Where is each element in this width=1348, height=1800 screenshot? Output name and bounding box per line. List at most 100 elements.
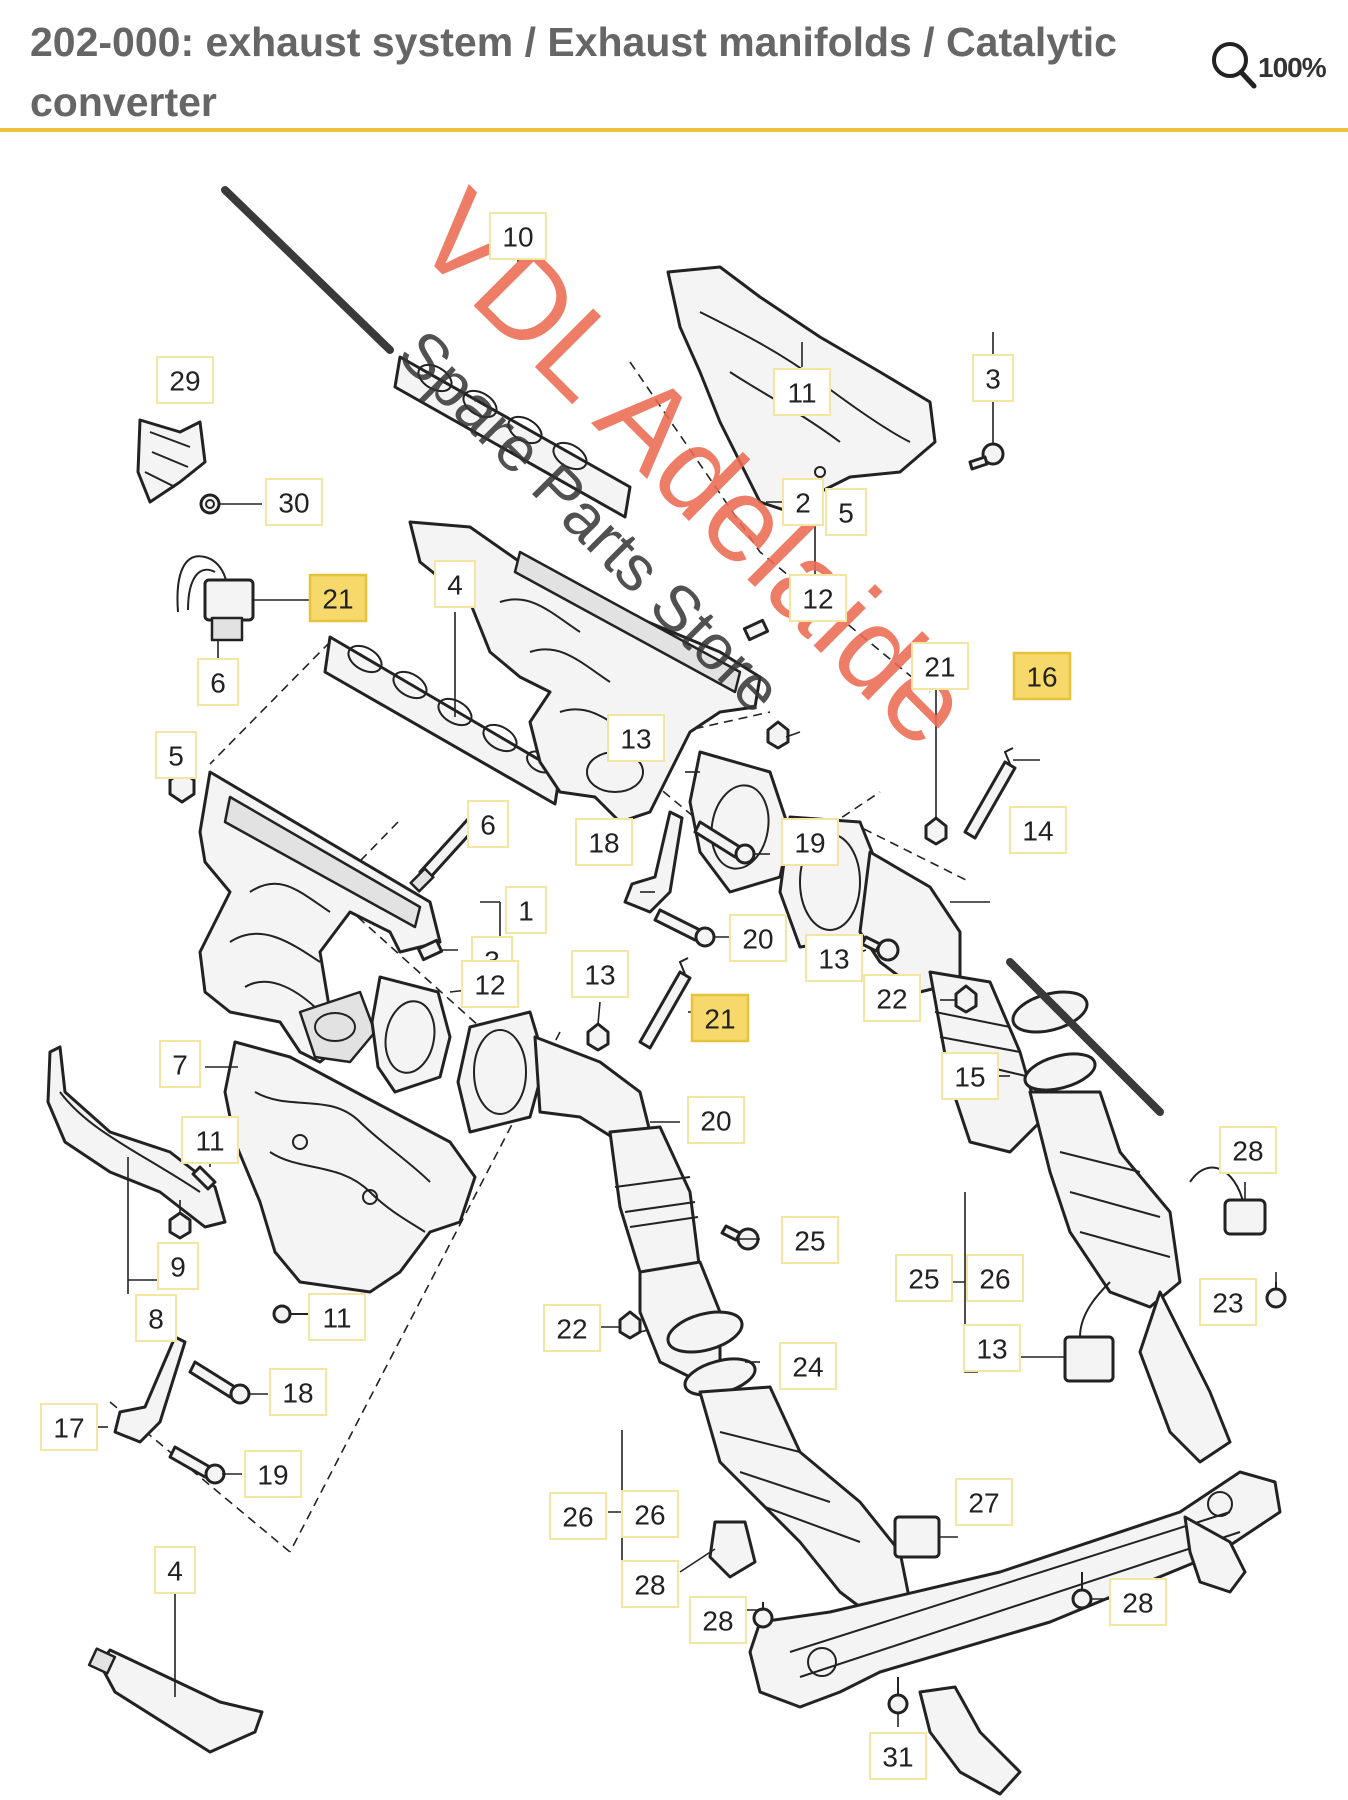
tail-pipe-right[interactable] xyxy=(1183,1515,1247,1594)
part-11-bolt-b[interactable] xyxy=(272,1304,310,1324)
callout-5[interactable]: 5 xyxy=(825,488,867,536)
callout-15[interactable]: 15 xyxy=(941,1052,999,1100)
tail-pipe-left[interactable] xyxy=(918,1685,1022,1796)
callout-26[interactable]: 26 xyxy=(966,1254,1024,1302)
callout-13[interactable]: 13 xyxy=(805,934,863,982)
part-18-bolt-right[interactable] xyxy=(693,820,756,865)
part-26-bracket-right[interactable] xyxy=(1063,1281,1115,1383)
callout-1[interactable]: 1 xyxy=(505,886,547,934)
callout-13[interactable]: 13 xyxy=(571,950,629,998)
part-15-catalytic-converter[interactable] xyxy=(456,1010,722,1379)
part-13-nut-right-low[interactable] xyxy=(954,984,978,1014)
part-20-bolt-mid[interactable] xyxy=(720,1224,760,1251)
part-3-stud-right[interactable] xyxy=(742,618,770,642)
callout-4[interactable]: 4 xyxy=(434,560,476,608)
part-4-gasket-right[interactable] xyxy=(393,355,632,519)
callout-11[interactable]: 11 xyxy=(308,1293,366,1341)
part-28-bolt-b[interactable] xyxy=(752,1602,774,1629)
part-28-bolt-d[interactable] xyxy=(887,1677,909,1715)
part-12-gasket-left[interactable] xyxy=(370,975,452,1094)
callout-11[interactable]: 11 xyxy=(773,368,831,416)
part-26-bracket-left[interactable] xyxy=(893,1515,941,1559)
part-16-bracket[interactable] xyxy=(623,810,684,914)
callout-22[interactable]: 22 xyxy=(863,974,921,1022)
callout-28[interactable]: 28 xyxy=(1219,1126,1277,1174)
part-13-nut-mid-low[interactable] xyxy=(618,1310,642,1340)
part-13-nut-right[interactable] xyxy=(924,816,948,846)
zoom-control[interactable]: 100% xyxy=(1208,38,1338,98)
callout-21[interactable]: 21 xyxy=(308,573,368,623)
part-29-clip[interactable] xyxy=(136,418,207,504)
part-19-bolt-left[interactable] xyxy=(168,1445,226,1485)
callout-7[interactable]: 7 xyxy=(159,1040,201,1088)
callout-12[interactable]: 12 xyxy=(461,960,519,1008)
part-11-bolt-a[interactable] xyxy=(191,1165,217,1191)
callout-box xyxy=(135,1294,177,1342)
callout-30[interactable]: 30 xyxy=(265,478,323,526)
callout-6[interactable]: 6 xyxy=(467,800,509,848)
part-13-nut-mid[interactable] xyxy=(586,1022,610,1052)
callout-23[interactable]: 23 xyxy=(1199,1278,1257,1326)
crossmember[interactable] xyxy=(748,1470,1282,1709)
part-12-gasket-right[interactable] xyxy=(688,750,792,894)
callout-13[interactable]: 13 xyxy=(607,714,665,762)
callout-2[interactable]: 2 xyxy=(782,478,824,526)
callout-21[interactable]: 21 xyxy=(690,993,750,1043)
callout-19[interactable]: 19 xyxy=(244,1450,302,1498)
part-30-nut[interactable] xyxy=(199,493,221,515)
callout-31[interactable]: 31 xyxy=(869,1732,927,1780)
callout-29[interactable]: 29 xyxy=(156,356,214,404)
part-22-gasket-upper[interactable] xyxy=(1009,985,1099,1097)
callout-4[interactable]: 4 xyxy=(154,1546,196,1594)
part-8-heat-shield-small[interactable] xyxy=(46,1045,227,1229)
callout-12[interactable]: 12 xyxy=(789,574,847,622)
callout-9[interactable]: 9 xyxy=(157,1242,199,1290)
callout-22[interactable]: 22 xyxy=(543,1304,601,1352)
callout-25[interactable]: 25 xyxy=(895,1254,953,1302)
callout-24[interactable]: 24 xyxy=(779,1342,837,1390)
part-7-heat-shield[interactable] xyxy=(223,1040,477,1294)
callout-14[interactable]: 14 xyxy=(1009,806,1067,854)
callout-27[interactable]: 27 xyxy=(955,1478,1013,1526)
callout-28[interactable]: 28 xyxy=(621,1560,679,1608)
part-1-exhaust-manifold-left[interactable] xyxy=(198,770,442,1064)
callout-8[interactable]: 8 xyxy=(135,1294,177,1342)
part-21-sensor-mid[interactable] xyxy=(638,957,692,1050)
callout-25[interactable]: 25 xyxy=(781,1216,839,1264)
callout-28[interactable]: 28 xyxy=(1109,1578,1167,1626)
part-19-bolt-right[interactable] xyxy=(653,908,716,948)
part-9-nut[interactable] xyxy=(168,1211,192,1240)
callout-16[interactable]: 16 xyxy=(1012,651,1072,701)
callout-20[interactable]: 20 xyxy=(729,914,787,962)
callout-26[interactable]: 26 xyxy=(621,1490,679,1538)
callout-19[interactable]: 19 xyxy=(781,818,839,866)
callout-18[interactable]: 18 xyxy=(269,1368,327,1416)
callout-17[interactable]: 17 xyxy=(40,1403,98,1451)
callout-11[interactable]: 11 xyxy=(181,1116,239,1164)
part-21-sensor-right[interactable] xyxy=(963,747,1017,840)
callout-20[interactable]: 20 xyxy=(687,1096,745,1144)
part-3-stud[interactable] xyxy=(416,938,444,962)
part-25-sensor-right[interactable] xyxy=(1189,1166,1267,1236)
callout-6[interactable]: 6 xyxy=(197,658,239,706)
callout-13[interactable]: 13 xyxy=(963,1324,1021,1372)
part-6-connector[interactable] xyxy=(176,555,255,642)
part-18-bolt-left[interactable] xyxy=(188,1360,251,1405)
callout-5[interactable]: 5 xyxy=(155,731,197,779)
part-11-bolt-c[interactable] xyxy=(968,442,1005,471)
part-24-front-pipe-left[interactable] xyxy=(698,1385,912,1624)
callout-10[interactable]: 10 xyxy=(489,212,547,260)
callout-21[interactable]: 21 xyxy=(911,642,969,690)
part-31-sealant-tube[interactable] xyxy=(87,1647,264,1754)
part-17-bracket[interactable] xyxy=(113,1335,187,1444)
callout-box xyxy=(269,1368,327,1416)
part-5-nut-right[interactable] xyxy=(766,720,790,750)
callout-18[interactable]: 18 xyxy=(575,818,633,866)
part-23-front-pipe-right[interactable] xyxy=(1028,1090,1232,1464)
callout-26[interactable]: 26 xyxy=(549,1492,607,1540)
part-27-sensor-left[interactable] xyxy=(708,1520,757,1579)
callout-3[interactable]: 3 xyxy=(972,354,1014,402)
part-20-bolt-right[interactable] xyxy=(860,935,900,962)
part-22-gasket-lower[interactable] xyxy=(664,1305,759,1402)
callout-28[interactable]: 28 xyxy=(689,1596,747,1644)
